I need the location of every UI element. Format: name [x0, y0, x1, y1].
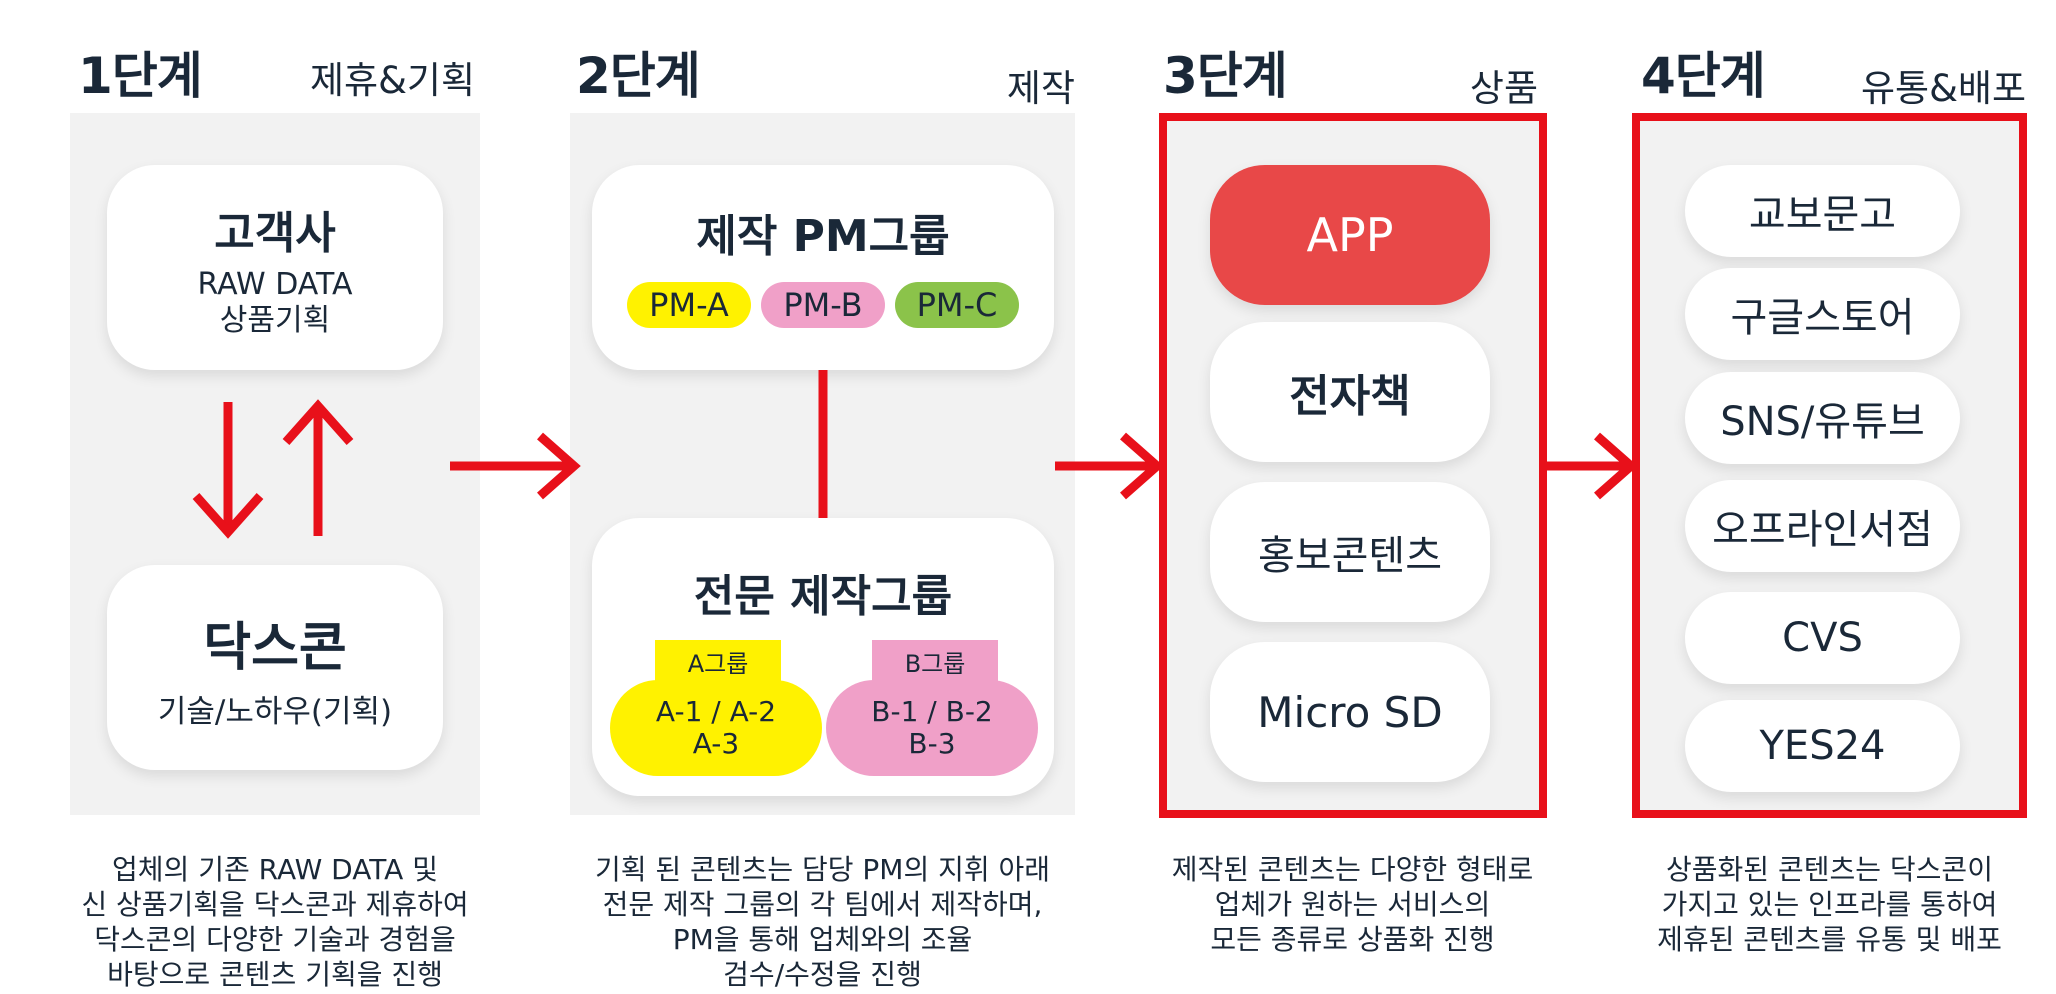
group-b-line-1: B-1 / B-2 [871, 695, 993, 728]
channel-sns-youtube: SNS/유튜브 [1685, 372, 1960, 464]
desc-1-line-4: 바탕으로 콘텐츠 기획을 진행 [107, 958, 443, 991]
daxcon-title: 닥스콘 [203, 618, 347, 678]
arrow-stage2-to-3-icon [1055, 432, 1164, 500]
product-ebook: 전자책 [1210, 322, 1490, 462]
stage-4-description: 상품화된 콘텐츠는 닥스콘이 가지고 있는 인프라를 통하여 제휴된 콘텐츠를 … [1612, 852, 2047, 957]
group-b-line-2: B-3 [908, 727, 956, 760]
desc-1-line-2: 신 상품기획을 닥스콘과 제휴하여 [81, 888, 469, 921]
group-a-label: A그룹 [655, 640, 781, 682]
desc-2-line-2: 전문 제작 그룹의 각 팀에서 제작하며, [602, 888, 1043, 921]
desc-2-line-1: 기획 된 콘텐츠는 담당 PM의 지휘 아래 [594, 853, 1051, 886]
daxcon-card: 닥스콘 기술/노하우(기획) [107, 565, 443, 770]
desc-4-line-2: 가지고 있는 인프라를 통하여 [1661, 888, 1998, 921]
stage-1-subtitle: 제휴&기획 [309, 59, 475, 102]
product-micro-sd: Micro SD [1210, 642, 1490, 782]
pm-tag-row: PM-A PM-B PM-C [627, 281, 1019, 328]
expert-group-title: 전문 제작그룹 [693, 571, 953, 622]
client-card: 고객사 RAW DATA 상품기획 [107, 165, 443, 370]
desc-1-line-1: 업체의 기존 RAW DATA 및 [112, 853, 438, 886]
arrow-stage1-to-2-icon [450, 432, 581, 500]
stage-2-subtitle: 제작 [1006, 67, 1075, 110]
stage-1-title: 1단계 [78, 47, 203, 105]
arrow-stage3-to-4-icon [1547, 432, 1638, 500]
stage-2-title: 2단계 [576, 47, 701, 105]
desc-3-line-1: 제작된 콘텐츠는 다양한 형태로 [1171, 853, 1534, 886]
desc-3-line-2: 업체가 원하는 서비스의 [1214, 888, 1491, 921]
channel-cvs: CVS [1685, 592, 1960, 684]
stage-1-description: 업체의 기존 RAW DATA 및 신 상품기획을 닥스콘과 제휴하여 닥스콘의… [50, 852, 500, 992]
desc-2-line-3: PM을 통해 업체와의 조율 [672, 923, 973, 956]
pm-c-tag: PM-C [895, 281, 1019, 328]
pm-group-title: 제작 PM그룹 [696, 210, 950, 262]
client-line-1: RAW DATA [197, 266, 353, 302]
desc-4-line-3: 제휴된 콘텐츠를 유통 및 배포 [1657, 923, 2002, 956]
desc-1-line-3: 닥스콘의 다양한 기술과 경험을 [94, 923, 456, 956]
stage-3-subtitle: 상품 [1469, 67, 1538, 110]
daxcon-line-1: 기술/노하우(기획) [157, 694, 393, 730]
group-b-members: B-1 / B-2 B-3 [826, 680, 1038, 776]
stage-3-description: 제작된 콘텐츠는 다양한 형태로 업체가 원하는 서비스의 모든 종류로 상품화… [1140, 852, 1565, 957]
pm-b-tag: PM-B [761, 281, 885, 328]
channel-yes24: YES24 [1685, 700, 1960, 792]
group-a-members: A-1 / A-2 A-3 [610, 680, 822, 776]
product-app: APP [1210, 165, 1490, 305]
desc-3-line-3: 모든 종류로 상품화 진행 [1210, 923, 1495, 956]
pm-group-card: 제작 PM그룹 PM-A PM-B PM-C [592, 165, 1054, 370]
channel-kyobo: 교보문고 [1685, 165, 1960, 257]
up-arrow-icon [282, 399, 354, 536]
stage-3-title: 3단계 [1163, 47, 1288, 105]
desc-2-line-4: 검수/수정을 진행 [723, 958, 922, 991]
group-b-label: B그룹 [872, 640, 998, 682]
product-promo-content: 홍보콘텐츠 [1210, 482, 1490, 622]
group-a-line-2: A-3 [692, 727, 740, 760]
stage-4-subtitle: 유통&배포 [1860, 67, 2026, 110]
down-arrow-icon [192, 402, 264, 539]
channel-offline-bookstore: 오프라인서점 [1685, 480, 1960, 572]
channel-google-store: 구글스토어 [1685, 268, 1960, 360]
stage-4-title: 4단계 [1641, 47, 1766, 105]
group-a-line-1: A-1 / A-2 [655, 695, 777, 728]
stage-2-description: 기획 된 콘텐츠는 담당 PM의 지휘 아래 전문 제작 그룹의 각 팀에서 제… [560, 852, 1085, 992]
desc-4-line-1: 상품화된 콘텐츠는 닥스콘이 [1666, 853, 1993, 886]
client-title: 고객사 [214, 207, 336, 259]
client-line-2: 상품기획 [219, 302, 331, 338]
pm-a-tag: PM-A [627, 281, 751, 328]
